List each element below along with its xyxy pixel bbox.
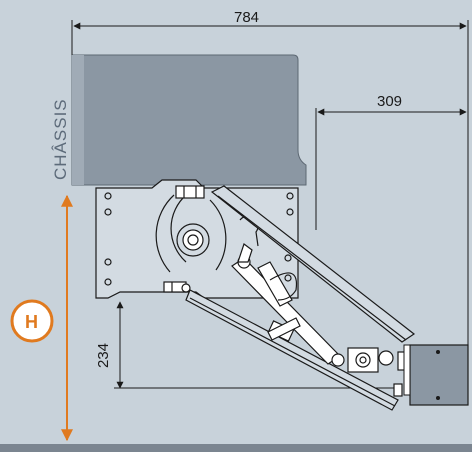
upper-arm <box>210 185 416 343</box>
pivot-hub <box>176 223 210 257</box>
lower-arm <box>185 289 399 411</box>
dimension-right-offset: 309 <box>315 93 467 230</box>
height-value: 234 <box>95 343 112 368</box>
right-offset-value: 309 <box>377 93 402 110</box>
height-badge-label: H <box>25 312 38 332</box>
dimension-height: 234 <box>95 301 400 389</box>
end-joint <box>347 347 407 397</box>
chassis-label: CHÂSSIS <box>51 98 70 180</box>
height-indicator: H <box>10 194 73 442</box>
diagonal-link <box>231 243 345 367</box>
bottom-bracket <box>163 281 191 293</box>
dimension-overall-width: 784 <box>71 9 469 345</box>
ground-line <box>0 444 472 452</box>
chassis-edge <box>72 55 84 185</box>
top-bracket <box>175 185 205 199</box>
platform-block <box>403 344 469 406</box>
chassis-block <box>71 54 307 186</box>
overall-width-value: 784 <box>234 9 259 26</box>
lower-link-plate <box>267 317 301 341</box>
height-badge <box>10 299 54 343</box>
